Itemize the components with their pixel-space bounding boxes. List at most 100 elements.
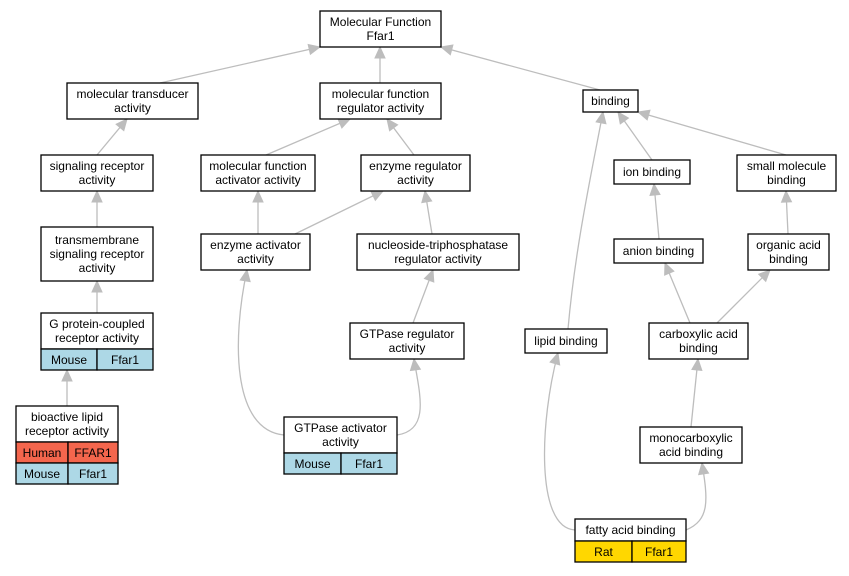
gene-label: FFAR1 (74, 446, 112, 460)
edge-cab-to-anb (664, 261, 691, 324)
go-term-node-ionb[interactable]: ion binding (613, 159, 691, 185)
node-label: GTPase regulator (360, 327, 455, 341)
gene-cell (340, 452, 398, 475)
arrowhead (636, 109, 651, 121)
arrowhead (374, 45, 386, 59)
node-label: G protein-coupled (49, 317, 144, 331)
node-label: lipid binding (534, 334, 597, 348)
node-label: molecular function (209, 159, 306, 173)
node-box (319, 10, 442, 48)
node-label: nucleoside-triphosphatase (368, 238, 508, 252)
node-label: receptor activity (55, 331, 139, 345)
node-label: acid binding (659, 445, 723, 459)
edge-lipb-to-binding (567, 110, 607, 330)
gene-label: Ffar1 (355, 457, 383, 471)
arrowhead (649, 182, 661, 196)
edge-gtpra-to-ntpra (412, 268, 435, 324)
node-label: activity (322, 435, 359, 449)
go-term-node-lipb[interactable]: lipid binding (524, 328, 608, 354)
edge-ntpra-to-era (421, 189, 433, 235)
node-box (648, 322, 749, 360)
arrowhead (664, 261, 675, 276)
gene-cell (96, 348, 154, 371)
node-label: activity (79, 173, 116, 187)
arrowhead (370, 190, 385, 202)
edges-layer (61, 43, 793, 531)
node-label: carboxylic acid (659, 327, 738, 341)
edge-gtpaa-to-eaa (237, 268, 285, 436)
go-term-node-anb[interactable]: anion binding (613, 238, 704, 264)
node-label: binding (591, 94, 630, 108)
node-label: binding (679, 341, 718, 355)
arrowhead (757, 269, 771, 283)
node-box (66, 82, 199, 120)
node-box (283, 416, 398, 454)
node-label: enzyme regulator (369, 159, 462, 173)
species-label: Mouse (24, 467, 60, 481)
gene-label: Ffar1 (111, 353, 139, 367)
node-box (200, 233, 311, 271)
gene-cell (631, 540, 687, 563)
edge-mcab-to-cab (690, 357, 703, 428)
arrowhead (337, 118, 352, 129)
arrowhead (307, 43, 322, 56)
edge-blra-to-gpcr (61, 368, 73, 406)
edge-smb-to-binding (636, 109, 787, 156)
node-box (639, 426, 743, 464)
edge-mfaa-to-mfra (265, 118, 352, 156)
edge-oab-to-smb (780, 189, 793, 235)
node-label: organic acid (756, 238, 821, 252)
arrowhead (421, 189, 433, 204)
edge-eaa-to-mfaa (252, 189, 264, 234)
edge-era-to-mfra (386, 118, 415, 156)
node-label: signaling receptor (50, 247, 145, 261)
arrowhead (697, 461, 710, 476)
arrowhead (61, 368, 73, 382)
node-label: activity (114, 101, 151, 115)
arrowhead (386, 118, 399, 132)
arrowhead (595, 110, 607, 125)
node-box (736, 154, 837, 192)
node-label: small molecule (747, 159, 827, 173)
node-label: anion binding (623, 244, 694, 258)
edge-sra-to-mta (96, 118, 128, 156)
edge-anb-to-ionb (649, 182, 661, 240)
arrowhead (439, 44, 454, 56)
node-label: molecular transducer (76, 87, 188, 101)
arrowhead (617, 111, 630, 125)
node-label: regulator activity (394, 252, 481, 266)
arrowhead (423, 268, 435, 283)
gene-label: Ffar1 (79, 467, 107, 481)
go-term-node-binding[interactable]: binding (582, 89, 639, 113)
edge-eaa-to-era (294, 190, 385, 235)
arrowhead (691, 357, 703, 372)
node-label: activity (79, 261, 116, 275)
node-label: Molecular Function (330, 15, 431, 29)
node-box (747, 233, 830, 271)
node-label: fatty acid binding (585, 523, 675, 537)
gene-label: Ffar1 (645, 545, 673, 559)
node-label: activator activity (215, 173, 300, 187)
node-label: receptor activity (25, 424, 109, 438)
